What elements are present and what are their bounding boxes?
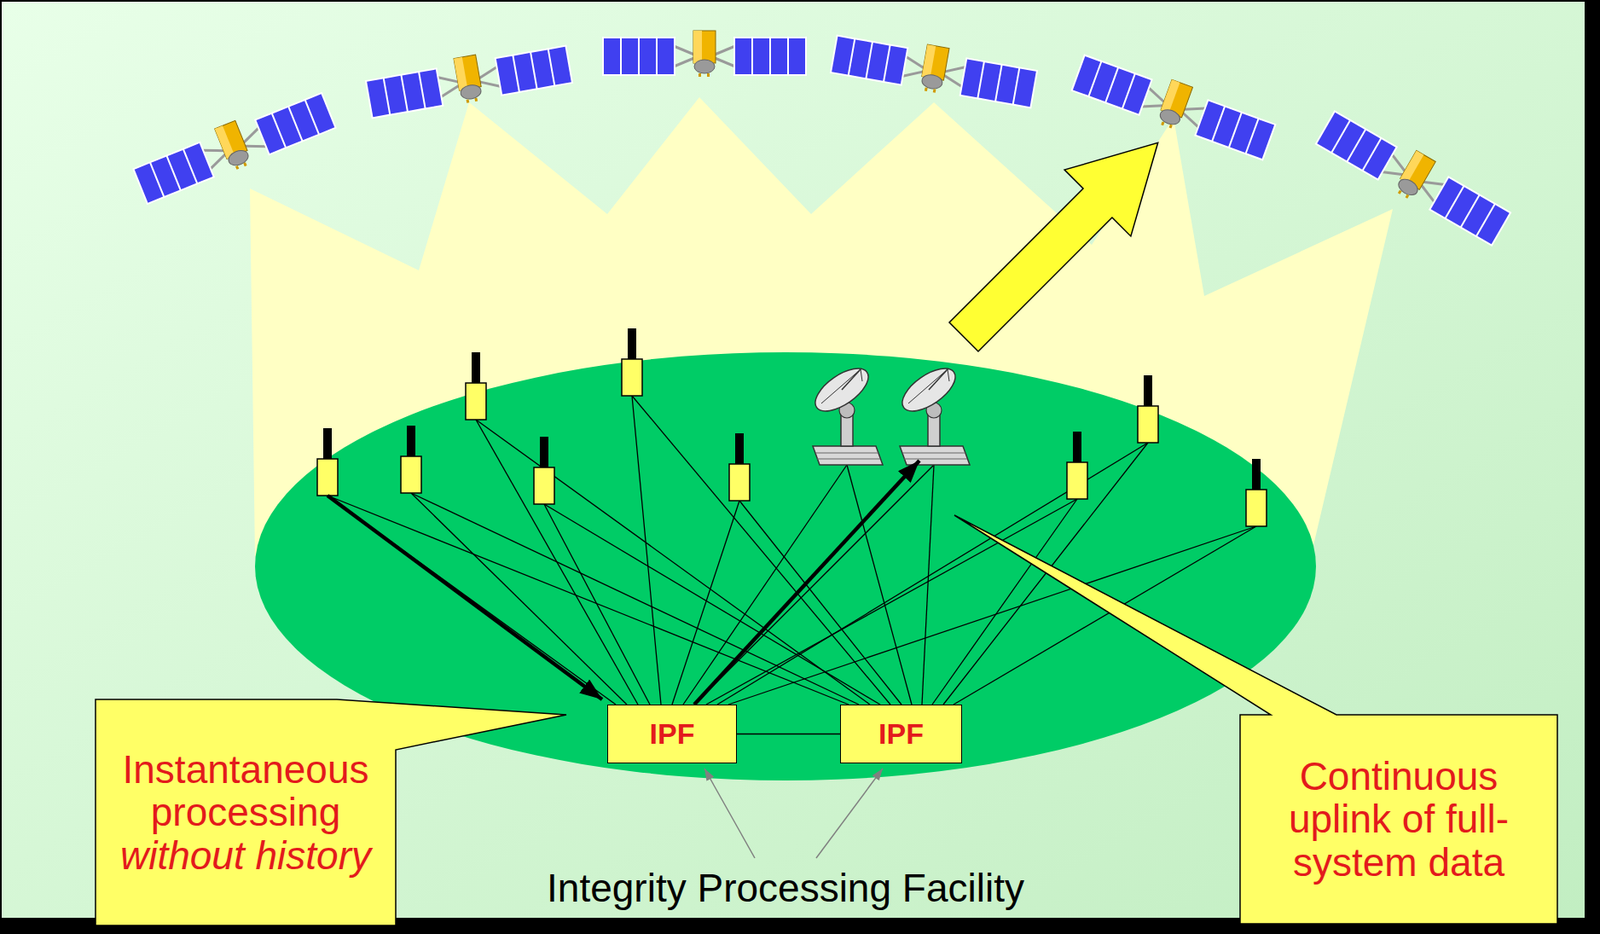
leader-arrow (816, 768, 883, 858)
facility-label: Integrity Processing Facility (486, 865, 1085, 911)
monitor-station (400, 425, 422, 493)
link-line (475, 419, 638, 705)
leader-arrow (704, 768, 755, 858)
box-label: IPF (878, 717, 924, 751)
monitor-station (621, 328, 643, 396)
link-line (544, 504, 881, 705)
callout-shape (954, 515, 1558, 924)
monitor-station (1137, 375, 1159, 443)
satellite (1314, 104, 1515, 248)
monitor-station (1066, 431, 1088, 499)
link-line (706, 498, 1078, 705)
box-label: IPF (649, 717, 696, 751)
callout-box: Instantaneous processingwithout history (95, 699, 396, 926)
monitor-station (317, 428, 338, 496)
callout-text: without history (109, 834, 383, 878)
link-line (953, 526, 1257, 705)
callout-text: Continuous uplink of full-system data (1253, 754, 1544, 885)
processing-facility-box: IPF (607, 704, 737, 764)
satellite (364, 39, 574, 121)
uplink-dish (808, 359, 883, 465)
callout-shape (95, 699, 567, 926)
link-line (921, 464, 934, 705)
link-line (475, 419, 870, 705)
link-line (728, 526, 1257, 705)
monitor-station (465, 352, 487, 420)
link-line (631, 395, 661, 705)
link-line (672, 500, 740, 705)
link-line (544, 504, 650, 705)
link-line (327, 495, 849, 705)
link-lines (327, 395, 1257, 705)
callout-box: Continuous uplink of full-system data (1240, 714, 1558, 924)
data-flow-arrow (694, 460, 920, 705)
data-flow-arrow (327, 495, 603, 700)
monitor-station (533, 436, 555, 505)
uplink-arrow (930, 109, 1191, 370)
background (1, 1, 1585, 918)
satellite (129, 86, 337, 206)
satellite (829, 28, 1040, 111)
uplink-dish (895, 359, 970, 465)
monitor-station (1246, 458, 1267, 527)
link-line (327, 495, 616, 705)
processing-facility-box: IPF (840, 704, 963, 764)
connector-line (736, 733, 841, 736)
satellite (1070, 48, 1279, 163)
satellite (602, 30, 807, 77)
link-line (683, 464, 847, 705)
link-line (846, 464, 912, 705)
monitor-station (729, 433, 750, 501)
callout-text: Instantaneous processing (109, 747, 383, 835)
